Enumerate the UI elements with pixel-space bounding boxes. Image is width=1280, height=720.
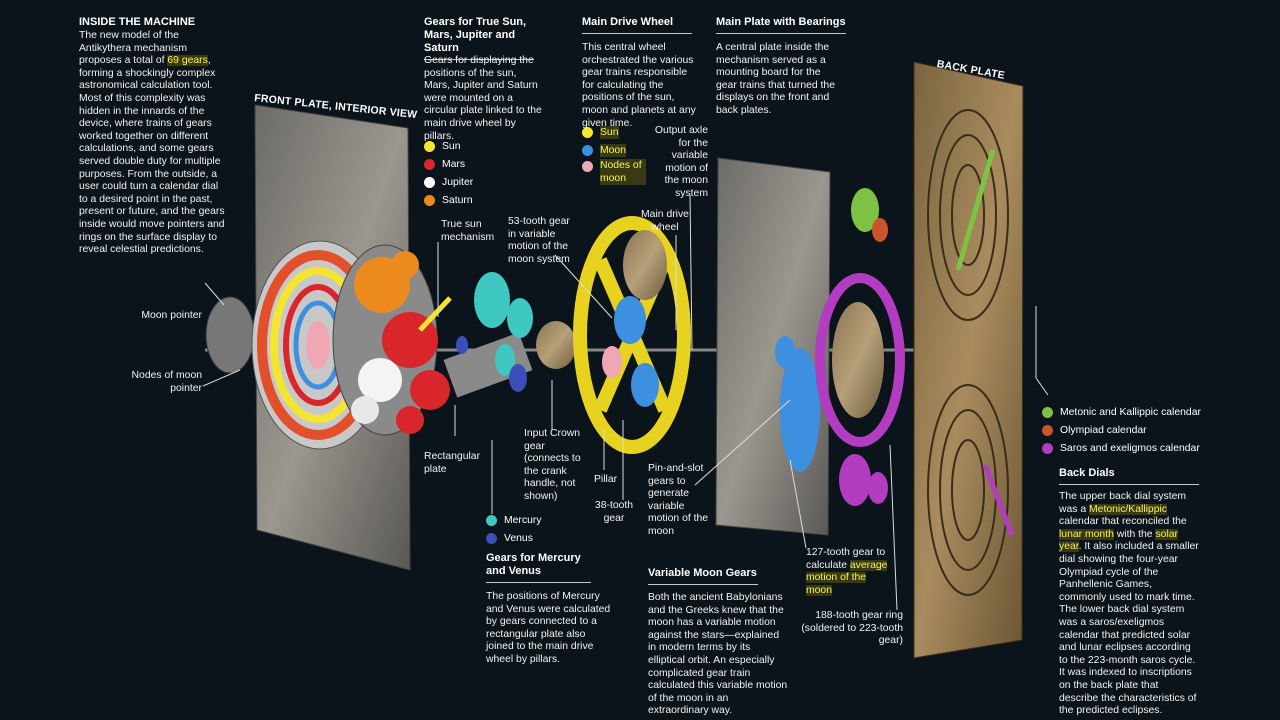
callout-pin-slot: Pin-and-slot gears to generate variable … — [648, 463, 709, 537]
callout-rect-plate: Rectangular plate — [424, 451, 481, 475]
callout-input-crown: Input Crown gear (connects to the crank … — [524, 428, 581, 502]
legend-swatch — [486, 514, 497, 526]
legend-swatch — [582, 126, 593, 138]
mercury-venus-body: The positions of Mercury and Venus were … — [486, 591, 611, 665]
legend-item: Saturn — [424, 191, 473, 209]
legend-swatch — [1042, 424, 1053, 436]
legend-swatch — [1042, 442, 1053, 454]
main-drive-wheel — [573, 216, 691, 454]
callout-output-axle: Output axle for the variable motion of t… — [654, 125, 708, 199]
callout-127-tooth: 127-tooth gear to calculate average moti… — [806, 547, 888, 596]
back-dials-title: Back Dials — [1059, 467, 1199, 485]
variable-moon-title: Variable Moon Gears — [648, 567, 758, 585]
legend-item: Venus — [486, 529, 542, 547]
legend-label: Jupiter — [442, 176, 474, 188]
legend-label: Mars — [442, 158, 466, 170]
main-plate-body: A central plate inside the mechanism ser… — [716, 42, 835, 116]
legend-label: Saturn — [442, 194, 473, 206]
legend-swatch — [424, 140, 435, 152]
outer-planets-body: Gears for displaying the positions of th… — [424, 55, 542, 142]
legend-label: Mercury — [504, 514, 542, 526]
callout-true-sun: True sun mechanism — [441, 219, 495, 243]
legend-item: Saros and exeligmos calendar — [1042, 439, 1201, 457]
main-plate-title: Main Plate with Bearings — [716, 16, 846, 34]
legend-label: Moon — [600, 143, 626, 157]
legend-swatch — [1042, 406, 1053, 418]
legend-label: Venus — [504, 532, 533, 544]
legend-item: Sun — [582, 123, 646, 141]
legend-item: Jupiter — [424, 173, 473, 191]
legend-item: Sun — [424, 137, 473, 155]
outer-planet-gears — [332, 244, 452, 436]
legend-label: Sun — [600, 125, 619, 139]
main-plate — [715, 157, 905, 536]
legend-label: Sun — [442, 140, 461, 152]
legend-item: Moon — [582, 141, 646, 159]
main-drive-title: Main Drive Wheel — [582, 16, 692, 34]
callout-main-drive-wheel: Main drive wheel — [641, 209, 689, 233]
main-drive-body: This central wheel orchestrated the vari… — [582, 42, 696, 129]
callout-53-tooth: 53-tooth gear in variable motion of the … — [508, 216, 570, 265]
legend-label: Olympiad calendar — [1060, 424, 1147, 436]
leader-lines — [202, 194, 1049, 611]
legend-item: Olympiad calendar — [1042, 421, 1201, 439]
legend-item: Nodes of moon — [582, 159, 646, 189]
back-plate — [913, 61, 1024, 659]
legend-swatch — [582, 144, 593, 156]
legend-label: Nodes of moon — [600, 159, 646, 185]
legend-swatch — [424, 176, 435, 188]
legend-label: Metonic and Kallippic calendar — [1060, 406, 1201, 418]
legend-swatch — [424, 194, 435, 206]
legend-item: Metonic and Kallippic calendar — [1042, 403, 1201, 421]
variable-moon-body: Both the ancient Babylonians and the Gre… — [648, 592, 788, 717]
legend-swatch — [424, 158, 435, 170]
intro-body: The new model of the Antikythera mechani… — [79, 30, 225, 256]
callout-pillar: Pillar — [594, 474, 618, 485]
legend-swatch — [582, 161, 593, 172]
legend-label: Saros and exeligmos calendar — [1060, 442, 1200, 454]
outer-planets-title: Gears for True Sun, Mars, Jupiter and Sa… — [424, 16, 534, 60]
back-dials-body: The upper back dial system was a Metonic… — [1059, 491, 1199, 717]
mercury-venus-title: Gears for Mercury and Venus — [486, 552, 591, 583]
legend-item: Mercury — [486, 511, 542, 529]
callout-nodes-pointer: Nodes of moon pointer — [131, 370, 202, 394]
mercury-venus-gears — [443, 272, 576, 398]
legend-swatch — [486, 532, 497, 544]
intro-title: INSIDE THE MACHINE — [79, 16, 196, 28]
intro-highlight: 69 gears — [167, 55, 208, 67]
callout-moon-pointer: Moon pointer — [141, 310, 202, 321]
callout-188-tooth: 188-tooth gear ring (soldered to 223-too… — [801, 610, 903, 647]
callout-38-tooth: 38-tooth gear — [594, 500, 634, 524]
legend-item: Mars — [424, 155, 473, 173]
